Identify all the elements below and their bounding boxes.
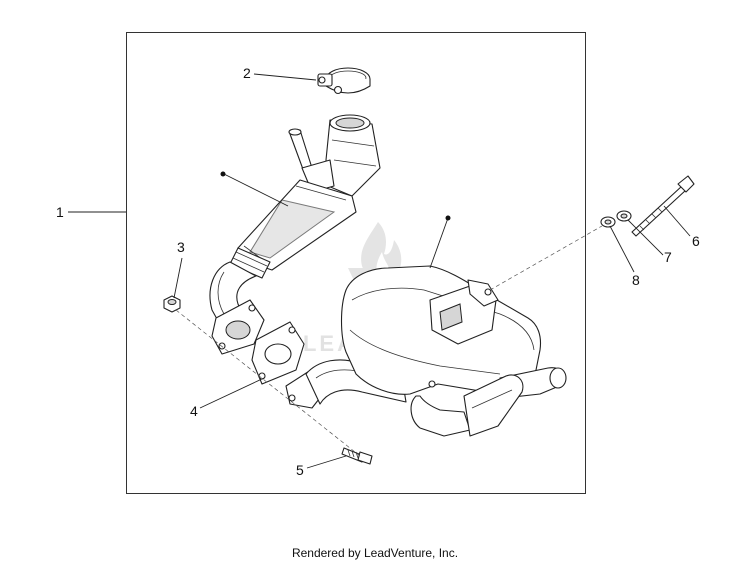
part-exhaust-pipe — [209, 114, 381, 355]
callout-1: 1 — [56, 204, 64, 220]
assembly-lines — [175, 225, 603, 457]
callout-4: 4 — [190, 403, 198, 419]
part-nut — [163, 295, 181, 313]
part-lock-washer — [616, 210, 632, 222]
callout-5: 5 — [296, 462, 304, 478]
callout-8: 8 — [632, 272, 640, 288]
part-bolt-lower — [341, 447, 373, 465]
callout-3: 3 — [177, 239, 185, 255]
part-bolt-upper — [631, 175, 695, 237]
leader-lines — [68, 73, 691, 469]
footer-credit: Rendered by LeadVenture, Inc. — [291, 546, 459, 560]
bullet-dot-muffler — [445, 215, 451, 221]
part-clamp — [317, 67, 371, 95]
part-muffler — [285, 265, 567, 437]
callout-2: 2 — [243, 65, 251, 81]
callout-6: 6 — [692, 233, 700, 249]
part-flat-washer — [600, 216, 616, 228]
bullet-dot-pipe — [220, 171, 226, 177]
assembly-frame — [126, 32, 586, 494]
callout-7: 7 — [664, 249, 672, 265]
part-gasket — [251, 321, 305, 385]
